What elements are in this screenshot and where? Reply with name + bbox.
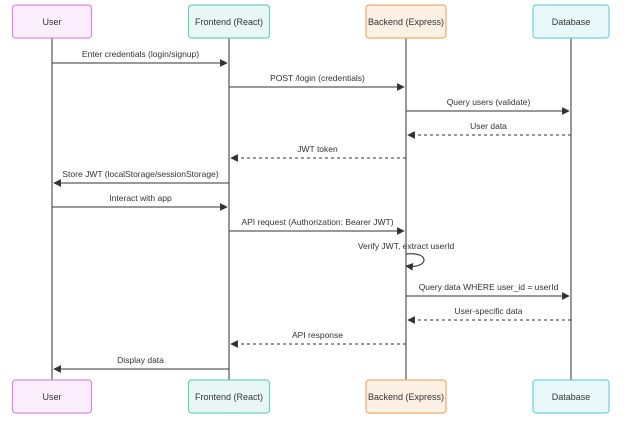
participant-box xyxy=(187,4,271,39)
message-label: User-specific data xyxy=(454,306,522,316)
participant-label: User xyxy=(42,392,61,402)
participant-label: User xyxy=(42,17,61,27)
message-11: User-specific data xyxy=(407,306,571,324)
message-7: Interact with app xyxy=(52,193,228,211)
message-6: Store JWT (localStorage/sessionStorage) xyxy=(53,169,229,187)
message-13: Display data xyxy=(53,355,229,373)
message-1: Enter credentials (login/signup) xyxy=(52,49,228,67)
message-label: Verify JWT, extract userId xyxy=(358,241,455,251)
message-9: Verify JWT, extract userId xyxy=(358,241,455,271)
participant-frontend-bottom: Frontend (React) xyxy=(187,379,271,414)
participant-user-bottom: User xyxy=(11,379,93,414)
participant-label: Database xyxy=(552,392,591,402)
participant-user-top: User xyxy=(11,4,93,39)
message-label: Interact with app xyxy=(109,193,172,203)
message-label: API request (Authorization: Bearer JWT) xyxy=(241,217,393,227)
message-label: Query data WHERE user_id = userId xyxy=(419,282,559,292)
message-8: API request (Authorization: Bearer JWT) xyxy=(229,217,405,235)
message-5: JWT token xyxy=(230,144,406,162)
participant-box xyxy=(11,379,93,414)
participant-frontend-top: Frontend (React) xyxy=(187,4,271,39)
message-2: POST /login (credentials) xyxy=(229,73,405,91)
participant-label: Database xyxy=(552,17,591,27)
participant-label: Backend (Express) xyxy=(368,392,444,402)
message-4: User data xyxy=(407,121,571,139)
participant-database-bottom: Database xyxy=(532,379,610,414)
participant-box xyxy=(187,379,271,414)
participant-label: Backend (Express) xyxy=(368,17,444,27)
message-label: User data xyxy=(470,121,507,131)
participant-box xyxy=(365,4,447,39)
participant-box xyxy=(532,4,610,39)
message-12: API response xyxy=(230,330,406,348)
participant-box xyxy=(11,4,93,39)
message-label: JWT token xyxy=(297,144,338,154)
message-3: Query users (validate) xyxy=(406,97,570,115)
message-10: Query data WHERE user_id = userId xyxy=(406,282,570,300)
participant-label: Frontend (React) xyxy=(195,392,263,402)
message-label: Query users (validate) xyxy=(447,97,531,107)
self-message-arrow xyxy=(405,253,425,271)
participant-backend-top: Backend (Express) xyxy=(365,4,447,39)
participant-box xyxy=(365,379,447,414)
participant-database-top: Database xyxy=(532,4,610,39)
message-label: API response xyxy=(292,330,343,340)
participant-label: Frontend (React) xyxy=(195,17,263,27)
message-label: Store JWT (localStorage/sessionStorage) xyxy=(62,169,218,179)
message-label: Display data xyxy=(117,355,164,365)
participant-box xyxy=(532,379,610,414)
message-label: Enter credentials (login/signup) xyxy=(82,49,199,59)
participant-backend-bottom: Backend (Express) xyxy=(365,379,447,414)
message-label: POST /login (credentials) xyxy=(270,73,365,83)
